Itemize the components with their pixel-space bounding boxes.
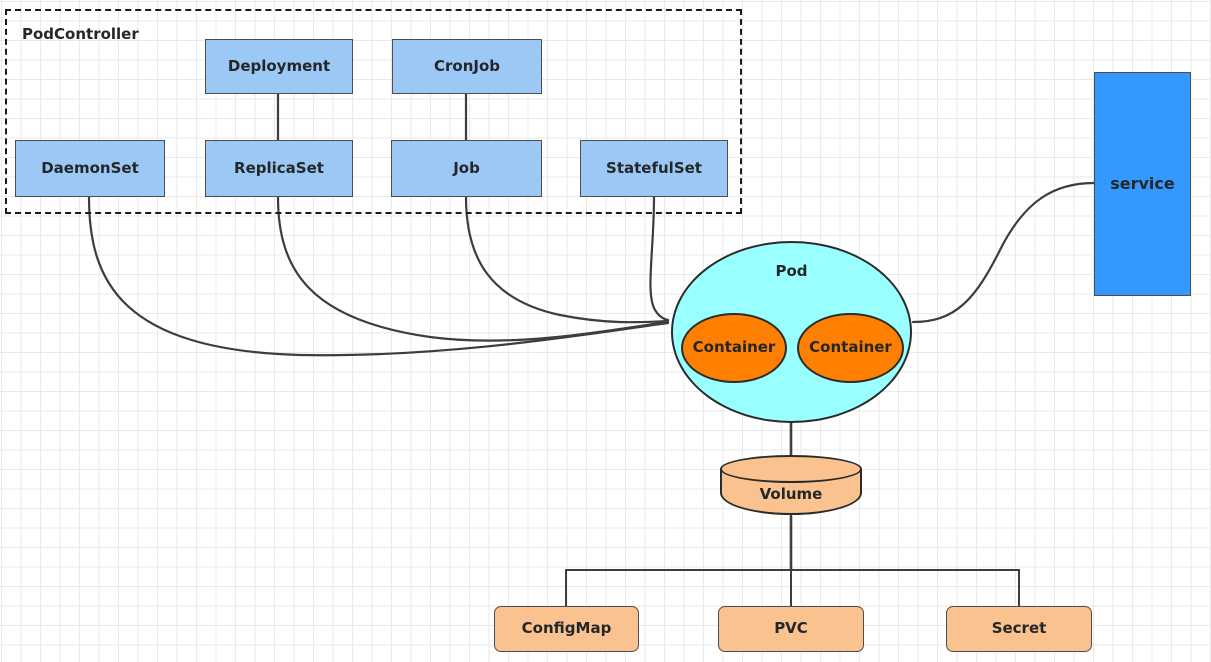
edge-statefulset-pod <box>649 195 670 322</box>
node-deployment[interactable]: Deployment <box>205 39 353 94</box>
node-container-2-label: Container <box>809 338 892 357</box>
node-pod-label: Pod <box>775 262 808 280</box>
node-container-1-label: Container <box>692 338 776 357</box>
node-deployment-label: Deployment <box>227 56 331 75</box>
node-volume-label: Volume <box>759 485 823 503</box>
edge-job-pod <box>464 195 670 324</box>
node-configmap[interactable]: ConfigMap <box>494 606 639 652</box>
node-pvc[interactable]: PVC <box>718 606 864 652</box>
node-service-label: service <box>1110 173 1175 193</box>
node-daemonset[interactable]: DaemonSet <box>15 140 165 197</box>
node-container-2[interactable]: Container <box>797 313 904 383</box>
node-secret-label: Secret <box>991 619 1047 638</box>
node-replicaset[interactable]: ReplicaSet <box>205 140 353 197</box>
node-pvc-label: PVC <box>774 619 808 638</box>
node-container-1[interactable]: Container <box>681 313 787 383</box>
volume-cylinder-top <box>720 455 862 483</box>
node-daemonset-label: DaemonSet <box>41 158 139 177</box>
node-job-label: Job <box>453 158 480 177</box>
node-statefulset-label: StatefulSet <box>606 158 702 177</box>
node-configmap-label: ConfigMap <box>521 619 612 638</box>
edge-daemonset-pod <box>87 195 670 357</box>
edge-replicaset-pod <box>276 195 670 342</box>
node-replicaset-label: ReplicaSet <box>234 158 324 177</box>
node-cronjob[interactable]: CronJob <box>392 39 542 94</box>
node-cronjob-label: CronJob <box>433 56 500 75</box>
edge-pod-service <box>911 181 1096 324</box>
node-statefulset[interactable]: StatefulSet <box>580 140 728 197</box>
node-service[interactable]: service <box>1094 72 1191 296</box>
node-secret[interactable]: Secret <box>946 606 1092 652</box>
node-job[interactable]: Job <box>391 140 542 197</box>
podcontroller-group-label: PodController <box>22 25 139 43</box>
node-volume[interactable]: Volume <box>720 455 862 517</box>
podcontroller-group <box>5 9 742 214</box>
